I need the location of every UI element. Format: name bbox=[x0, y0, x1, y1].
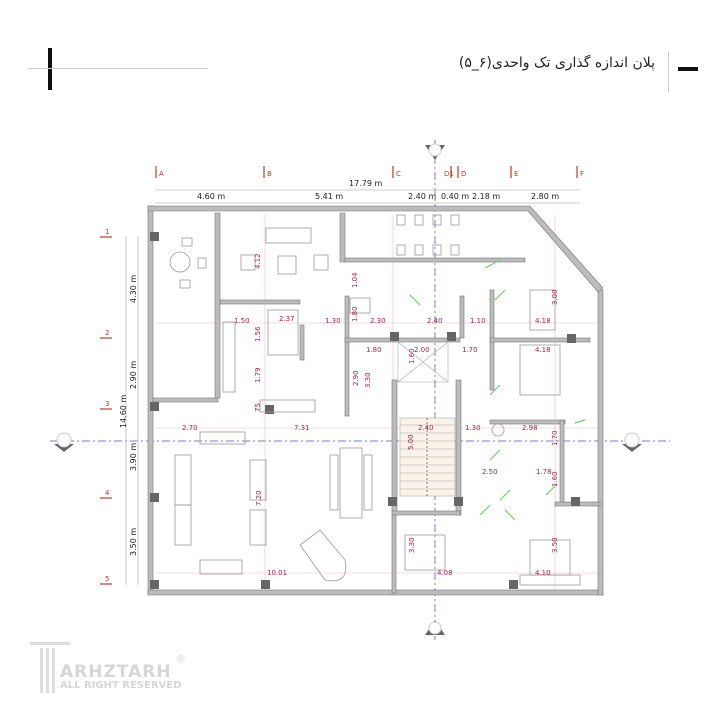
interior-dim-label: 2.98 bbox=[522, 424, 538, 432]
walls bbox=[147, 205, 604, 596]
dim-width: 2.80 m bbox=[531, 192, 559, 201]
interior-dim-label: 10.01 bbox=[267, 569, 287, 577]
dimension-lines bbox=[125, 189, 580, 585]
grid-label-2: 2 bbox=[105, 329, 109, 337]
columns bbox=[150, 232, 580, 589]
dim-total-width: 17.79 m bbox=[349, 179, 382, 188]
interior-dim-label: 1.70 bbox=[551, 430, 559, 446]
grid-label-D1: D1 bbox=[444, 170, 454, 178]
interior-dim-label: 1.60 bbox=[551, 471, 559, 487]
section-marker-top bbox=[425, 143, 445, 160]
grid-label-A: A bbox=[159, 170, 164, 178]
grid-label-5: 5 bbox=[105, 575, 109, 583]
logo-registered: ® bbox=[176, 654, 186, 665]
section-marker-right bbox=[622, 432, 642, 452]
interior-dim-label: 1.79 bbox=[254, 367, 262, 383]
dim-width: 5.41 m bbox=[315, 192, 343, 201]
interior-dim-label: 1.60 bbox=[408, 348, 416, 364]
dim-height: 4.30 m bbox=[129, 275, 138, 303]
furniture bbox=[169, 214, 581, 586]
elevator-shaft bbox=[397, 341, 449, 383]
left-bar bbox=[48, 48, 52, 90]
grid-label-B: B bbox=[267, 170, 272, 178]
grid-label-F: F bbox=[580, 170, 584, 178]
interior-dim-label: 1.70 bbox=[462, 346, 478, 354]
grid-column-markers bbox=[155, 166, 578, 178]
dim-height: 3.90 m bbox=[129, 443, 138, 471]
interior-dim-label: 2.90 bbox=[352, 370, 360, 386]
section-marker-left bbox=[54, 432, 74, 452]
interior-dimensions: 1.50 2.37 1.30 1.80 2.30 2.40 1.10 4.18 3.00 1.56… bbox=[182, 253, 559, 577]
dim-total-height: 14.60 m bbox=[119, 395, 128, 428]
grid-label-3: 3 bbox=[105, 400, 109, 408]
interior-dim-label: 1.80 bbox=[351, 306, 359, 322]
interior-dim-label: 2.70 bbox=[182, 424, 198, 432]
interior-dim-label: 1.04 bbox=[351, 272, 359, 288]
logo: ARHZTARH ® ALL RIGHT RESERVED bbox=[30, 640, 200, 700]
grid-label-D: D bbox=[461, 170, 466, 178]
right-bar bbox=[678, 67, 698, 71]
interior-dim-label: 4.08 bbox=[437, 569, 453, 577]
interior-dim-label: 1.10 bbox=[470, 317, 486, 325]
dim-height: 3.50 m bbox=[129, 528, 138, 556]
grid-row-markers bbox=[100, 236, 112, 585]
interior-dim-label: 1.30 bbox=[325, 317, 341, 325]
interior-dim-label: 2.40 bbox=[418, 424, 434, 432]
right-rule bbox=[668, 52, 669, 92]
interior-dim-label: 2.40 bbox=[427, 317, 443, 325]
interior-dim-label: 1.50 bbox=[234, 317, 250, 325]
interior-dim-label: 3.30 bbox=[408, 537, 416, 553]
interior-dim-label: 2.00 bbox=[414, 346, 430, 354]
grid-label-1: 1 bbox=[105, 228, 109, 236]
interior-dim-label: 7.31 bbox=[294, 424, 310, 432]
section-marker-bottom bbox=[425, 620, 445, 635]
interior-dim-label: 3.50 bbox=[551, 537, 559, 553]
dim-width: 2.40 m bbox=[408, 192, 436, 201]
dim-width: 2.18 m bbox=[472, 192, 500, 201]
page-title: پلان اندازه گذاری تک واحدی(۶_۵) bbox=[458, 55, 655, 71]
grid-label-E: E bbox=[514, 170, 518, 178]
logo-name: ARHZTARH bbox=[60, 662, 172, 682]
dim-height: 2.90 m bbox=[129, 361, 138, 389]
interior-dim-label: 1.30 bbox=[465, 424, 481, 432]
grid-label-4: 4 bbox=[105, 489, 110, 497]
interior-dim-label: 3.30 bbox=[364, 372, 372, 388]
dim-width: 4.60 m bbox=[197, 192, 225, 201]
interior-dim-label: 4.10 bbox=[535, 569, 551, 577]
logo-tagline: ALL RIGHT RESERVED bbox=[60, 680, 182, 691]
interior-dim-label: 5.00 bbox=[407, 434, 415, 450]
interior-dim-label: 1.56 bbox=[254, 326, 262, 342]
structural-grid bbox=[155, 215, 600, 590]
left-rule bbox=[28, 68, 208, 69]
doors bbox=[409, 259, 586, 521]
staircase bbox=[399, 417, 456, 497]
interior-dim-label: 2.37 bbox=[279, 315, 295, 323]
interior-dim-label: 1.78 bbox=[536, 468, 552, 476]
interior-dim-label: 4.18 bbox=[535, 317, 551, 325]
interior-dim-label: 4.18 bbox=[535, 346, 551, 354]
interior-dim-label: 2.50 bbox=[482, 468, 498, 476]
grid-label-C: C bbox=[396, 170, 401, 178]
column-logo-icon bbox=[30, 642, 70, 693]
interior-dim-label: 7.20 bbox=[255, 490, 263, 506]
dim-width: 0.40 m bbox=[441, 192, 469, 201]
interior-dim-label: 75 bbox=[254, 403, 262, 412]
interior-dim-label: 1.80 bbox=[366, 346, 382, 354]
interior-dim-label: 3.00 bbox=[551, 289, 559, 305]
interior-dim-label: 4.12 bbox=[254, 253, 262, 269]
interior-dim-label: 2.30 bbox=[370, 317, 386, 325]
